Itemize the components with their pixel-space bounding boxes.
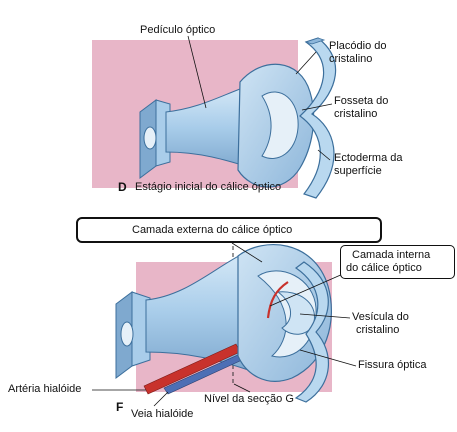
panel-letter-f: F [116, 400, 123, 414]
label-surface-ectoderm-line1: Ectoderma da [334, 152, 402, 165]
label-lens-pit-line1: Fosseta do [334, 95, 388, 108]
label-hyaloid-artery: Artéria hialóide [8, 383, 81, 396]
label-optic-fissure: Fissura óptica [358, 359, 426, 372]
panel-d-caption: Estágio inicial do cálice óptico [135, 181, 281, 194]
label-lens-placode-line1: Placódio do [329, 40, 387, 53]
label-inner-layer-line2: do cálice óptico [346, 262, 422, 275]
label-inner-layer-line1: Camada interna [352, 249, 430, 262]
label-lens-vesicle-line2: cristalino [356, 324, 399, 337]
label-lens-pit-line2: cristalino [334, 108, 377, 121]
label-lens-vesicle-line1: Vesícula do [352, 311, 409, 324]
label-surface-ectoderm-line2: superfície [334, 165, 382, 178]
label-section-level: Nível da secção G [204, 393, 294, 406]
label-outer-layer: Camada externa do cálice óptico [132, 224, 292, 237]
label-lens-placode-line2: cristalino [329, 53, 372, 66]
label-optic-stalk: Pedículo óptico [140, 24, 215, 37]
label-hyaloid-vein: Veia hialóide [131, 408, 193, 421]
panel-letter-d: D [118, 180, 127, 194]
